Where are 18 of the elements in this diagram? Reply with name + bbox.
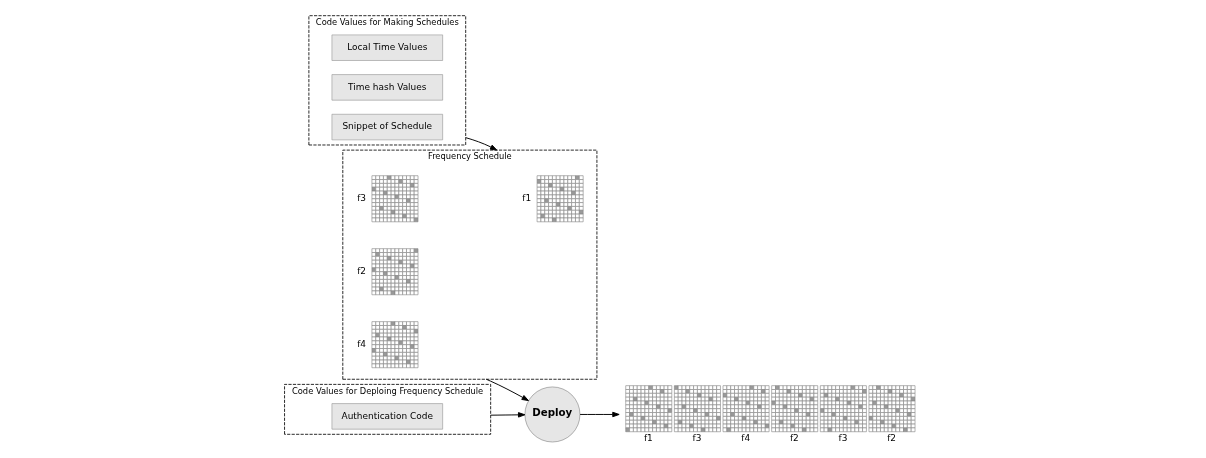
arrow xyxy=(579,411,620,418)
node-box: Local Time Values xyxy=(331,34,443,61)
node-label: f2 xyxy=(887,433,897,444)
node-label: f1 xyxy=(522,193,532,204)
node-label: f1 xyxy=(643,433,653,444)
node-label: f2 xyxy=(789,433,799,444)
node-circle: Deploy xyxy=(524,386,581,443)
node-label: f3 xyxy=(692,433,702,444)
node-label: f2 xyxy=(357,266,367,277)
node-label: f3 xyxy=(838,433,848,444)
node-box: Snippet of Schedule xyxy=(331,113,443,141)
arrow xyxy=(490,412,526,418)
node-label: f3 xyxy=(357,193,367,204)
arrow xyxy=(465,137,498,151)
node-label: f4 xyxy=(741,433,751,444)
node-label: f4 xyxy=(357,339,367,350)
node-box: Authentication Code xyxy=(331,403,443,430)
node-box: Time hash Values xyxy=(331,74,443,101)
